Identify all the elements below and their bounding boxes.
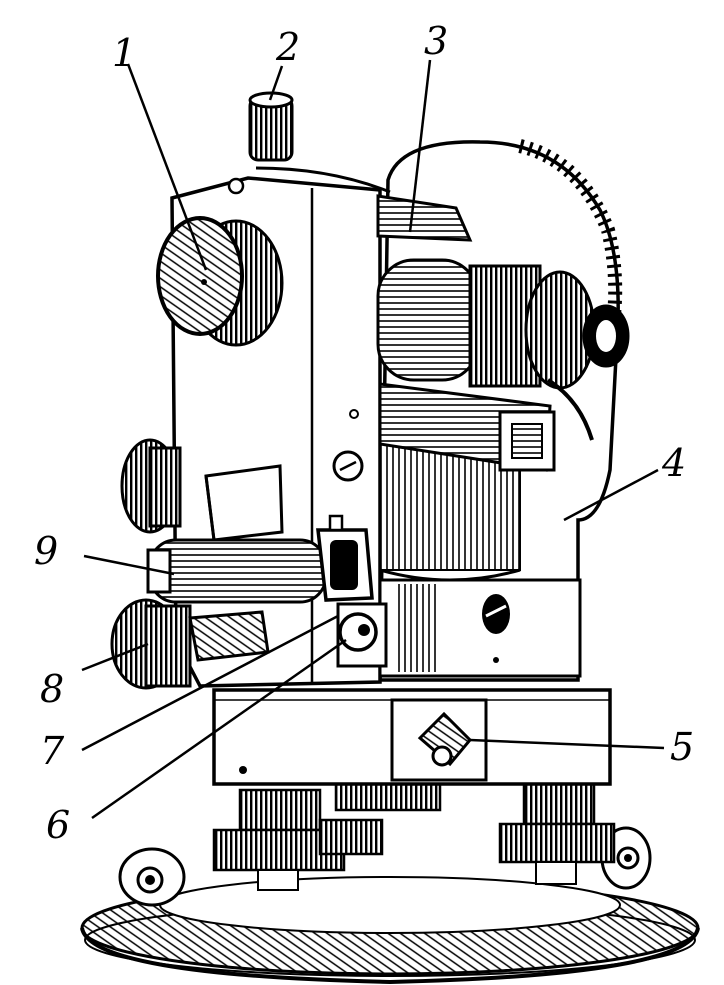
lower-housing [212, 688, 612, 786]
leader-line-7 [81, 614, 339, 752]
callout-9: 9 [34, 529, 58, 573]
top-knob [248, 91, 391, 194]
callout-5: 5 [670, 725, 694, 769]
callout-2: 2 [275, 25, 300, 69]
leader-line-8 [81, 642, 149, 672]
callout-1: 1 [112, 31, 136, 75]
side-knob-upper [120, 438, 182, 534]
leader-line-1 [126, 63, 208, 271]
leader-line-6 [91, 638, 347, 820]
round-window [156, 216, 284, 347]
callout-3: 3 [424, 19, 448, 63]
callout-4: 4 [661, 441, 686, 485]
focusing-knob [110, 598, 270, 690]
callout-7: 7 [40, 729, 65, 773]
leader-lines [81, 59, 665, 820]
leader-line-9 [83, 554, 175, 576]
callout-8: 8 [40, 667, 64, 711]
leader-line-3 [408, 59, 432, 233]
clamp-screw [336, 602, 388, 668]
base-plate [80, 876, 700, 985]
levelling-screw-right [498, 782, 616, 885]
leader-line-5 [469, 738, 665, 750]
leader-line-4 [563, 468, 659, 522]
base-clamp-left [118, 847, 186, 907]
leader-line-2 [268, 65, 284, 101]
telescope [376, 194, 630, 472]
level-tube [146, 514, 374, 604]
callouts: 1 2 3 4 5 6 7 8 9 [34, 19, 694, 847]
callout-6: 6 [46, 803, 70, 847]
levelling-screw-middle [318, 778, 442, 856]
